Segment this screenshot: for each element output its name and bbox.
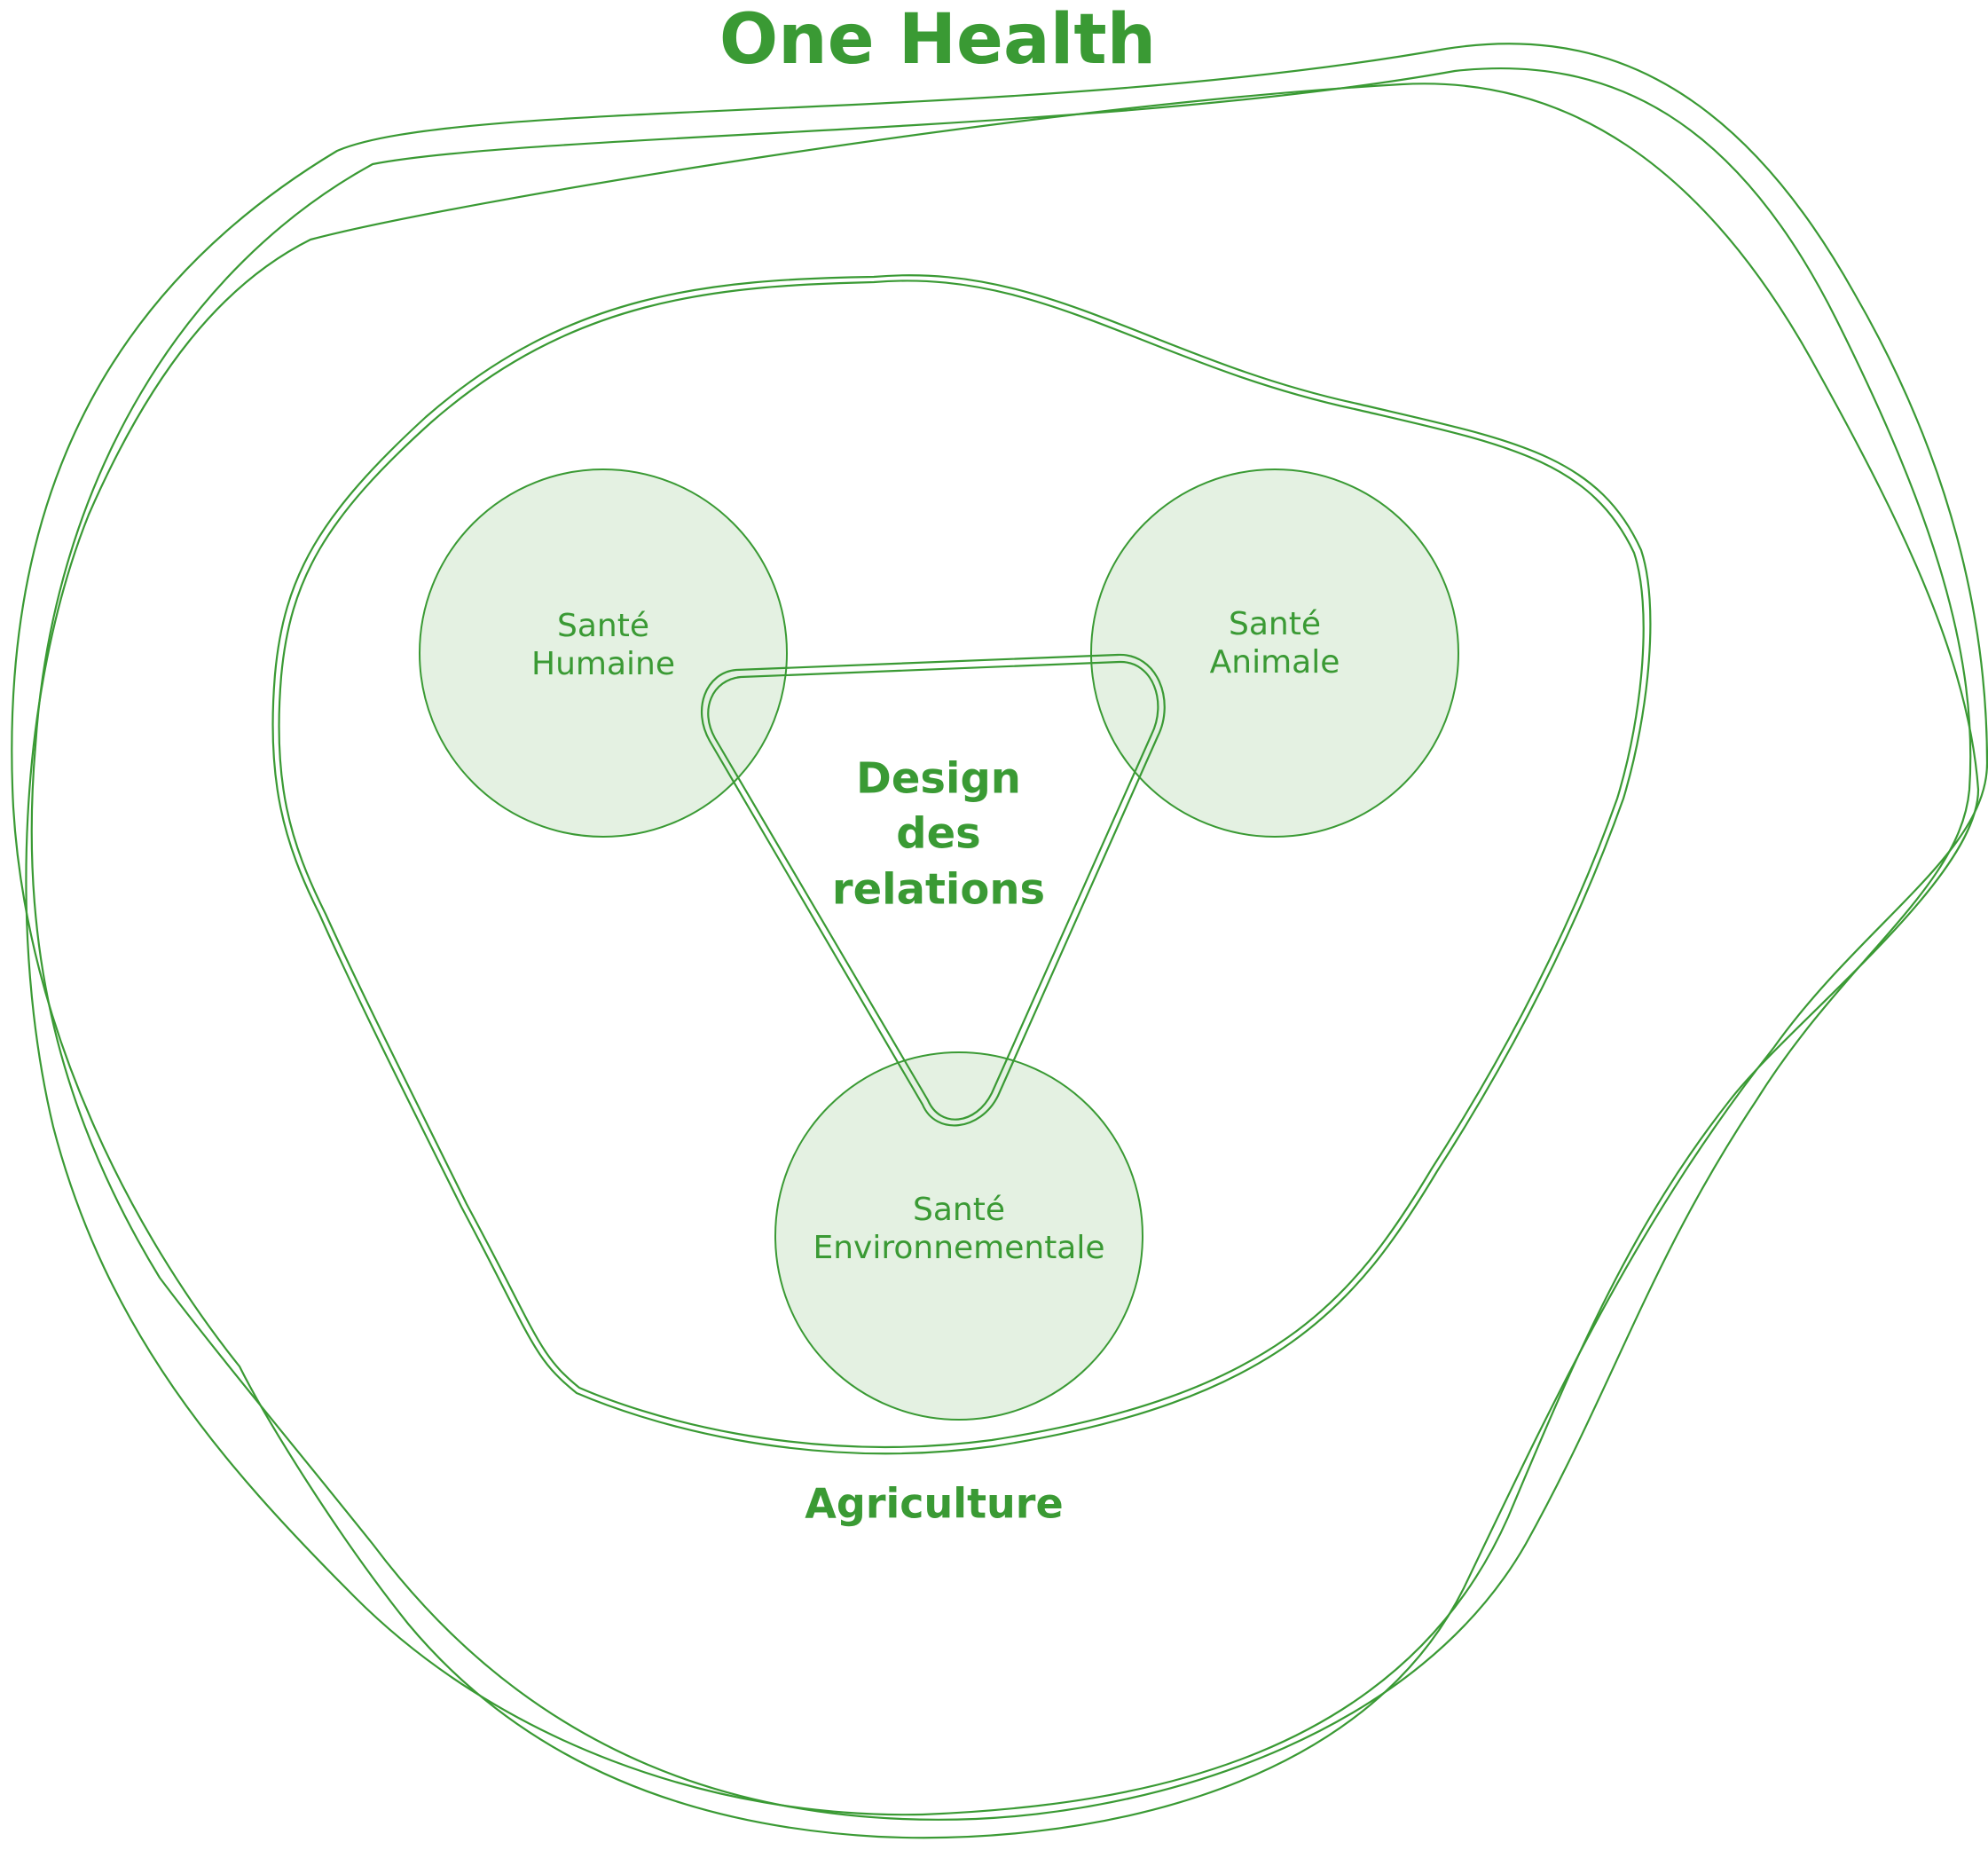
human-health-circle xyxy=(419,468,788,838)
human-health-label-line1: Santé xyxy=(556,607,649,644)
agriculture-boundary xyxy=(271,274,1652,1455)
agriculture-loop-1 xyxy=(271,274,1652,1455)
environment-health-label: Santé Environnementale xyxy=(813,1191,1104,1267)
human-health-label: Santé Humaine xyxy=(531,607,675,683)
animal-health-circle xyxy=(1090,468,1459,838)
relations-triangle-line-1 xyxy=(701,653,1166,1127)
animal-health-label-line2: Animale xyxy=(1209,644,1340,681)
relations-design-line1: Design xyxy=(856,753,1021,804)
agriculture-loop-2 xyxy=(278,279,1645,1448)
diagram-title: One Health xyxy=(719,0,1157,80)
human-health-label-line2: Humaine xyxy=(531,646,675,682)
outer-loop-3 xyxy=(25,83,1980,1816)
outer-loop-2 xyxy=(30,67,1972,1821)
relations-design-line2: des xyxy=(896,808,981,859)
relations-design-label: Design des relations xyxy=(832,751,1045,917)
outer-loop-1 xyxy=(11,43,1988,1839)
environment-health-label-line1: Santé xyxy=(912,1191,1005,1228)
environment-health-label-line2: Environnementale xyxy=(813,1230,1105,1266)
relations-design-line3: relations xyxy=(831,864,1046,915)
relations-triangle xyxy=(701,653,1166,1127)
animal-health-label-line1: Santé xyxy=(1228,605,1321,642)
environment-health-circle xyxy=(774,1051,1143,1421)
agriculture-label: Agriculture xyxy=(805,1479,1064,1528)
relations-triangle-line-2 xyxy=(707,660,1159,1121)
animal-health-label: Santé Animale xyxy=(1210,605,1340,681)
one-health-boundary xyxy=(11,43,1988,1839)
